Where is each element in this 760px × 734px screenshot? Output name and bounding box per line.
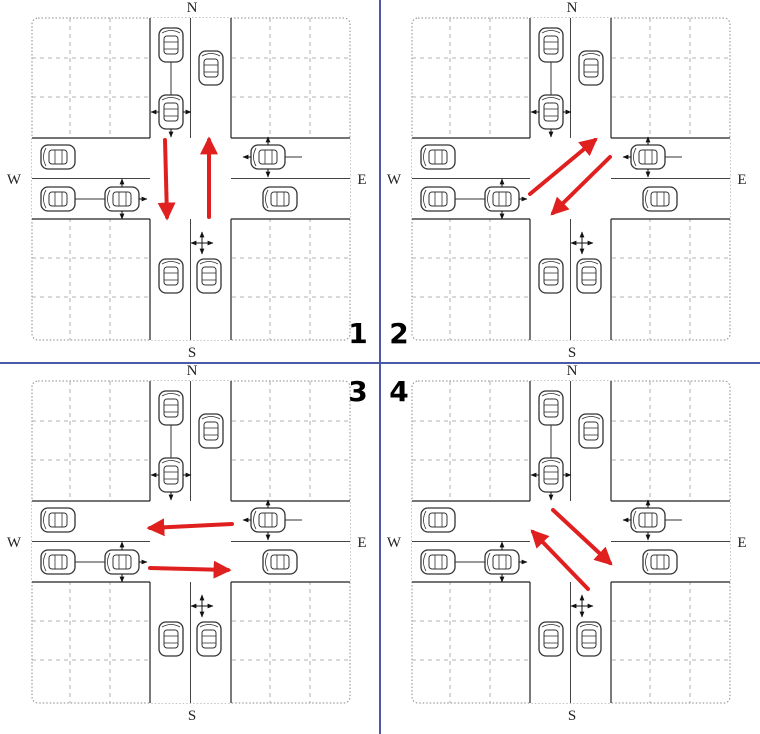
compass-north: N bbox=[567, 0, 578, 16]
car-west-queue-1 bbox=[40, 186, 76, 212]
car-west-queue-1 bbox=[420, 186, 456, 212]
car-west-outbound bbox=[420, 507, 456, 533]
compass-north: N bbox=[567, 363, 578, 379]
panel-4: N S W E bbox=[387, 363, 747, 724]
compass-south: S bbox=[568, 345, 576, 361]
compass-south: S bbox=[188, 708, 196, 724]
panel-number-1: 1 bbox=[348, 317, 367, 350]
car-north-outbound bbox=[578, 413, 604, 449]
car-south-outbound bbox=[538, 258, 564, 294]
direction-indicator-south bbox=[190, 231, 214, 255]
car-east-outbound bbox=[642, 549, 678, 575]
car-north-outbound bbox=[198, 413, 224, 449]
car-east-outbound bbox=[642, 186, 678, 212]
car-west-outbound bbox=[40, 507, 76, 533]
car-north-queue-1 bbox=[158, 390, 184, 426]
car-east-queue-1 bbox=[622, 499, 666, 541]
car-south-queue-1 bbox=[196, 621, 222, 657]
car-south-outbound bbox=[158, 258, 184, 294]
car-south-outbound bbox=[538, 621, 564, 657]
movement-arrow-4-1 bbox=[551, 508, 613, 566]
panel-number-2: 2 bbox=[389, 317, 408, 350]
compass-east: E bbox=[357, 172, 366, 188]
car-north-queue-2 bbox=[530, 457, 572, 501]
direction-indicator-south bbox=[190, 594, 214, 618]
car-north-queue-2 bbox=[150, 94, 192, 138]
car-west-outbound bbox=[420, 144, 456, 170]
compass-west: W bbox=[7, 535, 22, 551]
movement-arrow-4-2 bbox=[530, 529, 590, 591]
car-south-queue-1 bbox=[196, 258, 222, 294]
car-north-queue-1 bbox=[158, 27, 184, 63]
panel-number-4: 4 bbox=[389, 375, 408, 408]
movement-arrow-3-1 bbox=[146, 518, 234, 537]
car-north-queue-1 bbox=[538, 390, 564, 426]
car-south-queue-1 bbox=[576, 621, 602, 657]
panel-number-3: 3 bbox=[348, 375, 367, 408]
road-edges bbox=[32, 381, 350, 703]
panel-2: N S W E bbox=[387, 0, 747, 361]
movement-arrow-2-1 bbox=[528, 137, 598, 196]
movement-arrow-1-1 bbox=[157, 138, 176, 221]
compass-west: W bbox=[387, 535, 402, 551]
car-east-outbound bbox=[262, 549, 298, 575]
car-west-queue-1 bbox=[40, 549, 76, 575]
movement-arrow-2-2 bbox=[550, 155, 612, 216]
car-west-outbound bbox=[40, 144, 76, 170]
compass-south: S bbox=[188, 345, 196, 361]
movement-arrow-3-2 bbox=[148, 560, 232, 579]
car-east-queue-1 bbox=[622, 136, 666, 178]
car-west-queue-2 bbox=[104, 541, 148, 583]
road-edges bbox=[412, 381, 730, 703]
road-edges bbox=[412, 18, 730, 340]
car-south-queue-1 bbox=[576, 258, 602, 294]
compass-north: N bbox=[187, 363, 198, 379]
car-north-queue-1 bbox=[538, 27, 564, 63]
compass-west: W bbox=[7, 172, 22, 188]
panel-3: N S W E bbox=[7, 363, 367, 724]
car-north-queue-2 bbox=[150, 457, 192, 501]
direction-indicator-south bbox=[570, 594, 594, 618]
compass-west: W bbox=[387, 172, 402, 188]
compass-east: E bbox=[357, 535, 366, 551]
compass-east: E bbox=[737, 535, 746, 551]
car-west-queue-2 bbox=[104, 178, 148, 220]
car-east-queue-1 bbox=[242, 136, 286, 178]
car-west-queue-2 bbox=[484, 178, 528, 220]
car-north-outbound bbox=[198, 50, 224, 86]
compass-north: N bbox=[187, 0, 198, 16]
car-east-outbound bbox=[262, 186, 298, 212]
car-west-queue-2 bbox=[484, 541, 528, 583]
car-south-outbound bbox=[158, 621, 184, 657]
compass-south: S bbox=[568, 708, 576, 724]
road-edges bbox=[32, 18, 350, 340]
car-north-queue-2 bbox=[530, 94, 572, 138]
compass-east: E bbox=[737, 172, 746, 188]
car-west-queue-1 bbox=[420, 549, 456, 575]
panel-1: N S W E bbox=[7, 0, 367, 361]
car-north-outbound bbox=[578, 50, 604, 86]
direction-indicator-south bbox=[570, 231, 594, 255]
car-east-queue-1 bbox=[242, 499, 286, 541]
